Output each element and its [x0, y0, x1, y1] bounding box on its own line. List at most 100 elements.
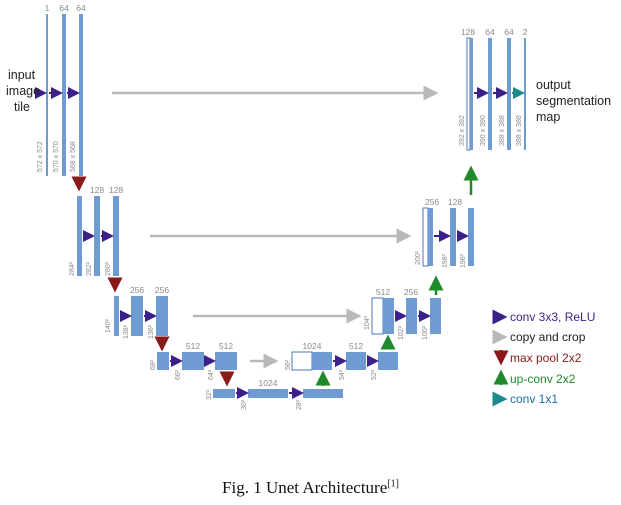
size-label: 284²	[69, 261, 76, 276]
channel-label: 128	[90, 185, 104, 195]
channel-label: 256	[425, 197, 439, 207]
size-label: 66²	[175, 369, 182, 380]
size-label: 390 x 390	[480, 115, 487, 146]
cropped-feature-map	[291, 351, 313, 371]
channel-label: 512	[376, 287, 390, 297]
output-label: output	[536, 78, 571, 92]
feature-map-block	[450, 208, 456, 266]
legend: conv 3x3, ReLU copy and crop max pool 2x…	[492, 309, 595, 407]
encoder-level-2: 128 128 284² 282² 280²	[69, 185, 123, 293]
cropped-feature-map	[466, 37, 471, 151]
channel-label: 512	[349, 341, 363, 351]
channel-label: 256	[404, 287, 418, 297]
feature-map-block	[303, 389, 343, 398]
size-label: 136²	[148, 324, 155, 339]
decoder-level-3: 512 256 104² 102² 100²	[364, 275, 444, 340]
feature-map-block	[215, 352, 237, 370]
size-label: 140²	[105, 318, 112, 333]
feature-map-block	[182, 352, 204, 370]
size-label: 282²	[86, 261, 93, 276]
feature-map-block	[94, 196, 100, 276]
encoder-level-3: 256 256 140² 138² 136²	[105, 285, 170, 352]
channel-label: 128	[109, 185, 123, 195]
size-label: 56²	[285, 359, 292, 370]
channel-label: 1024	[303, 341, 322, 351]
size-label: 196²	[460, 253, 467, 268]
channel-label: 1	[45, 3, 50, 13]
encoder-level-4: 512 512 68² 66² 64²	[150, 341, 237, 387]
size-label: 64²	[208, 369, 215, 380]
size-label: 392 x 392	[459, 115, 466, 146]
feature-map-block	[488, 38, 492, 150]
legend-item-conv: conv 3x3, ReLU	[492, 309, 595, 325]
feature-map-block	[430, 298, 441, 334]
feature-map-block	[131, 296, 143, 336]
channel-label: 512	[219, 341, 233, 351]
input-label: image	[6, 84, 40, 98]
feature-map-block	[383, 298, 394, 334]
size-label: 54²	[339, 369, 346, 380]
size-label: 570 x 570	[53, 141, 60, 172]
channel-label: 64	[76, 3, 86, 13]
input-label: input	[8, 68, 36, 82]
feature-map-block	[470, 38, 473, 150]
decoder-level-4: 1024 512 56² 54² 52²	[285, 334, 398, 380]
feature-map-block	[507, 38, 511, 150]
size-label: 280²	[105, 261, 112, 276]
legend-label: conv 1x1	[510, 392, 558, 406]
feature-map-block	[248, 389, 288, 398]
encoder-level-1: 1 64 64 572 x 572 570 x 570 568 x 568 in…	[6, 3, 87, 192]
channel-label: 64	[485, 27, 495, 37]
feature-map-block	[113, 196, 119, 276]
feature-map-block	[46, 14, 48, 176]
size-label: 104²	[364, 315, 371, 330]
decoder-level-1: 128 64 64 2 392 x 392 390 x 390 388 x 38…	[459, 27, 611, 151]
channel-label: 512	[186, 341, 200, 351]
input-label: tile	[14, 100, 30, 114]
legend-label: max pool 2x2	[510, 351, 582, 365]
feature-map-block	[62, 14, 66, 176]
channel-label: 64	[504, 27, 514, 37]
feature-map-block	[378, 352, 398, 370]
channel-label: 256	[130, 285, 144, 295]
decoder-level-2: 256 128 200² 198² 196²	[415, 165, 479, 268]
bottleneck: 1024 32² 30² 28²	[206, 370, 343, 410]
feature-map-block	[428, 208, 433, 266]
feature-map-block	[406, 298, 417, 334]
size-label: 138²	[123, 324, 130, 339]
size-label: 100²	[422, 325, 429, 340]
feature-map-block	[312, 352, 332, 370]
figure-caption: Fig. 1 Unet Architecture[1]	[0, 478, 621, 498]
legend-label: copy and crop	[510, 330, 586, 344]
size-label: 32²	[206, 389, 213, 400]
legend-item-conv1x1: conv 1x1	[492, 391, 558, 407]
caption-reference: [1]	[387, 478, 399, 490]
feature-map-block	[156, 296, 168, 336]
feature-map-block	[77, 196, 82, 276]
legend-label: conv 3x3, ReLU	[510, 310, 595, 324]
feature-map-block	[213, 389, 235, 398]
feature-map-block	[157, 352, 169, 370]
feature-map-block	[468, 208, 474, 266]
legend-item-upconv: up-conv 2x2	[493, 369, 576, 386]
channel-label: 1024	[259, 378, 278, 388]
feature-map-block	[524, 38, 526, 150]
size-label: 200²	[415, 250, 422, 265]
cropped-feature-map	[371, 297, 384, 335]
channel-label: 128	[448, 197, 462, 207]
size-label: 30²	[241, 399, 248, 410]
size-label: 388 x 388	[499, 115, 506, 146]
legend-item-pool: max pool 2x2	[493, 350, 582, 366]
size-label: 198²	[442, 253, 449, 268]
size-label: 388 x 388	[516, 115, 523, 146]
size-label: 52²	[371, 369, 378, 380]
size-label: 68²	[150, 359, 157, 370]
output-label: map	[536, 110, 560, 124]
cropped-feature-map	[422, 207, 429, 267]
legend-item-copy: copy and crop	[492, 329, 586, 345]
legend-label: up-conv 2x2	[510, 372, 576, 386]
feature-map-block	[79, 14, 83, 176]
size-label: 28²	[296, 399, 303, 410]
feature-map-block	[114, 296, 119, 336]
